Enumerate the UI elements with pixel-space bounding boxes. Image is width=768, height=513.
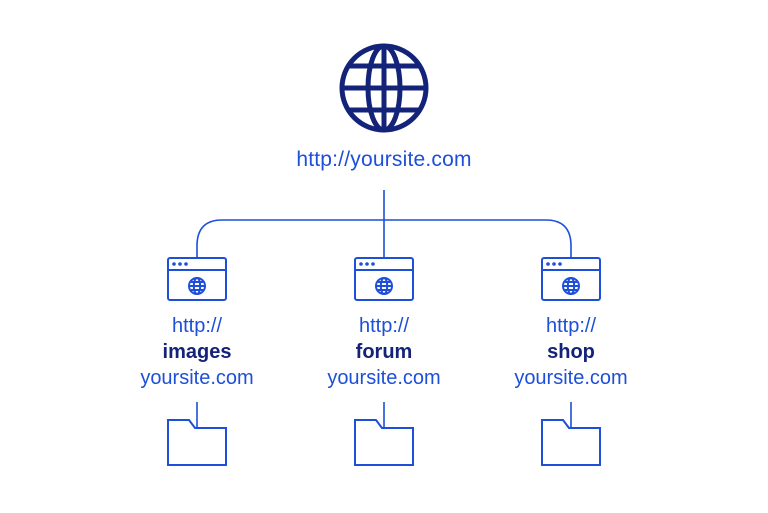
subdomain-prefix: http:// [545,315,597,337]
tree-connectors [196,190,572,258]
browser-window-dots [546,262,562,266]
browser-window-dots [172,262,188,266]
subdomain-prefix: http:// [358,315,410,337]
browser-window-icon [167,257,227,301]
folder-connectors [196,402,572,428]
root-url: http://yoursite.com [296,148,472,171]
subdomain-name: images [162,341,232,363]
folder-icon [167,419,227,466]
subdomain-domain: yoursite.com [327,367,441,389]
subdomain-label-forum: http:// forum yoursite.com [284,313,484,391]
browser-window-dots [359,262,375,266]
globe-icon [339,43,429,133]
subdomain-domain: yoursite.com [140,367,254,389]
subdomain-domain: yoursite.com [514,367,628,389]
subdomain-name: shop [547,341,595,363]
subdomain-name: forum [355,341,413,363]
browser-window-icon [354,257,414,301]
subdomain-label-images: http:// images yoursite.com [97,313,297,391]
subdomain-label-shop: http:// shop yoursite.com [471,313,671,391]
subdomain-prefix: http:// [171,315,223,337]
browser-window-icon [541,257,601,301]
folder-icon [354,419,414,466]
folder-icon [541,419,601,466]
